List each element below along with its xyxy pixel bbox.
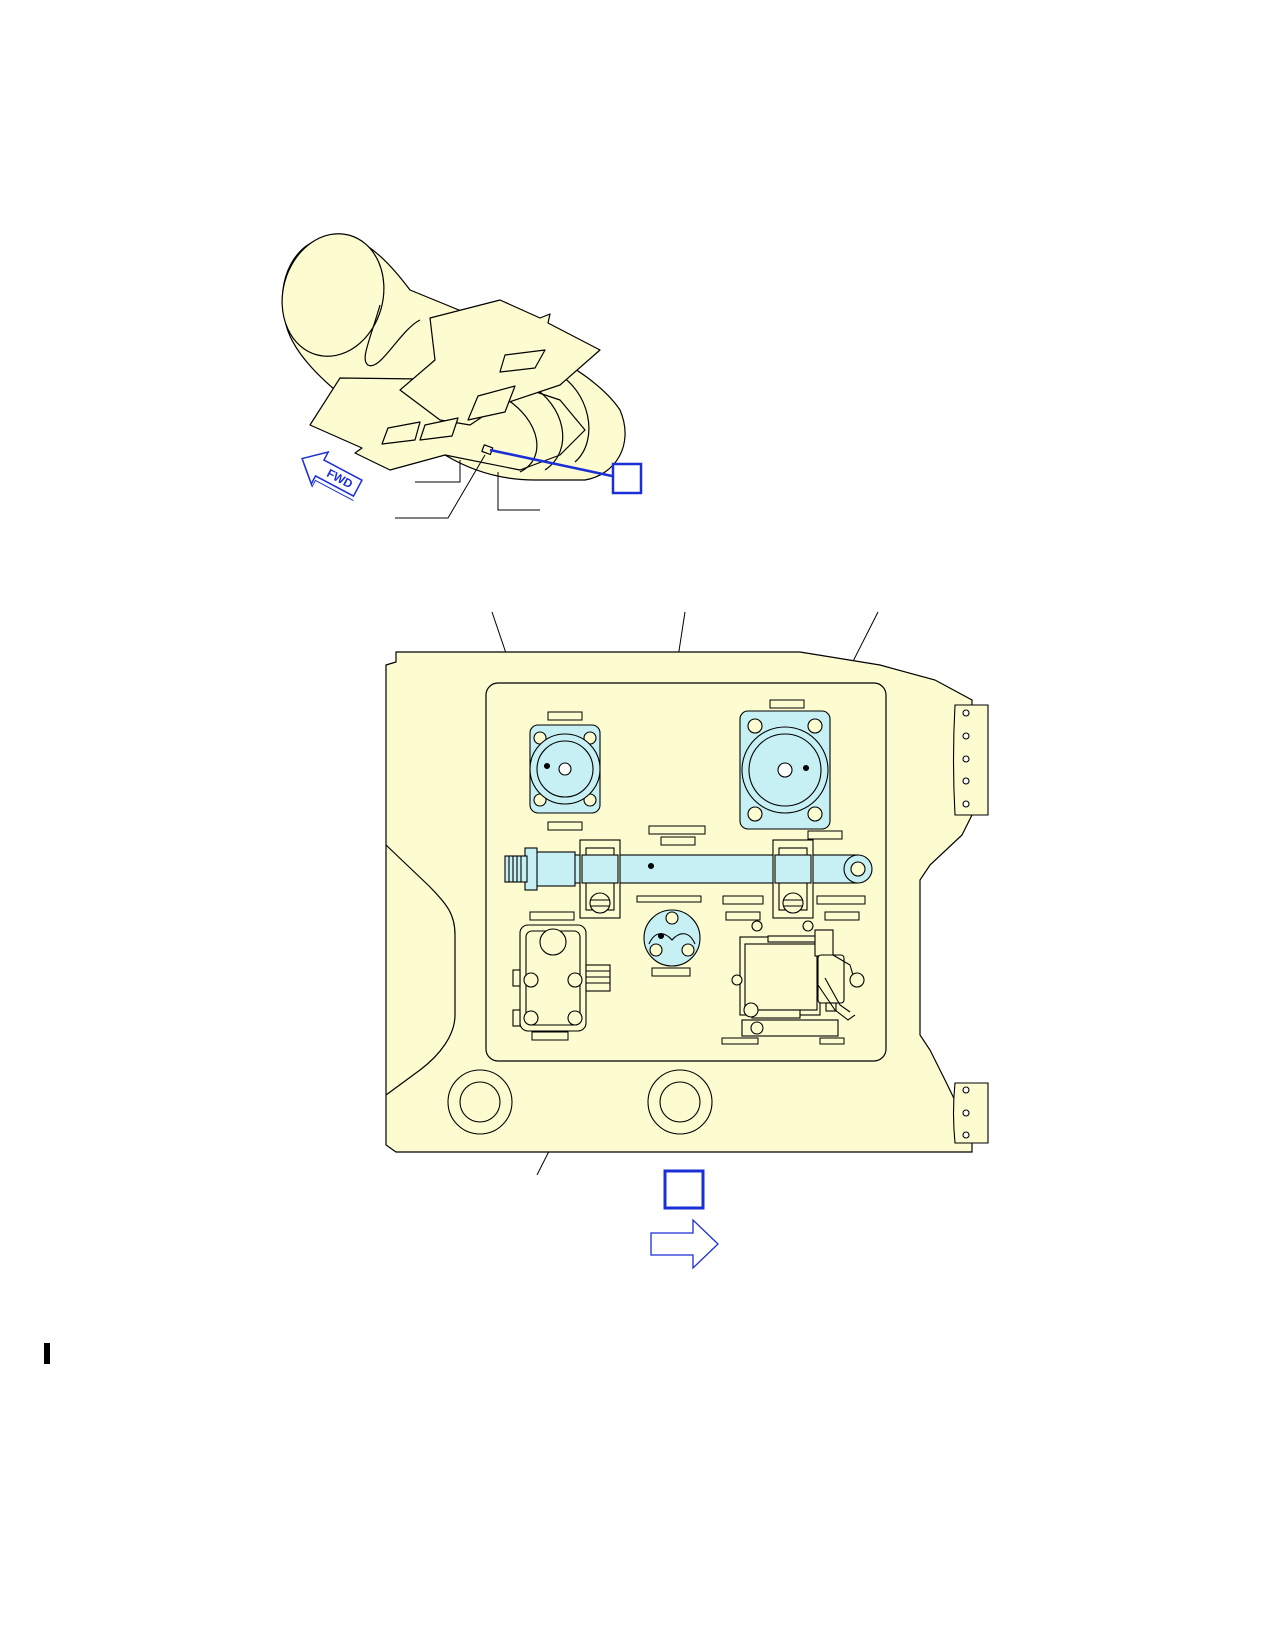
access-panel-1 (499, 349, 546, 373)
tube-clamp-left (579, 839, 621, 919)
hinge-bracket-lower (952, 1082, 989, 1144)
round-port-left (447, 1069, 513, 1135)
electrical-box (512, 924, 611, 1032)
access-panel-4 (419, 417, 459, 441)
leader-line-c (497, 472, 540, 511)
round-port-center (647, 1069, 713, 1135)
upper-fairing (399, 299, 601, 426)
revision-bar-icon (44, 1343, 50, 1364)
nacelle-inlet (281, 233, 385, 357)
panel-flange-left (385, 844, 456, 1096)
nacelle-contour-line (364, 304, 421, 367)
actuator-assembly (731, 920, 865, 1037)
center-valve (643, 909, 701, 967)
left-valve (529, 724, 601, 814)
view-a-callout (489, 448, 643, 495)
engine-nacelle-view (281, 233, 626, 481)
leader-line-b (395, 454, 486, 519)
right-valve (739, 710, 831, 830)
callout-line (489, 448, 613, 478)
hinge-bracket-upper (952, 704, 989, 816)
callout-box-top (611, 462, 643, 495)
leader-line-a (415, 460, 461, 483)
aft-ring-3 (504, 397, 538, 473)
placards (529, 699, 866, 1045)
hollow-right-arrow-icon (650, 1218, 719, 1270)
access-panel-2 (467, 385, 516, 421)
access-panel-3 (381, 421, 421, 445)
callout-box-bottom (663, 1169, 705, 1210)
upper-leader-lines (395, 454, 540, 519)
tube-clamp-right (772, 839, 814, 919)
